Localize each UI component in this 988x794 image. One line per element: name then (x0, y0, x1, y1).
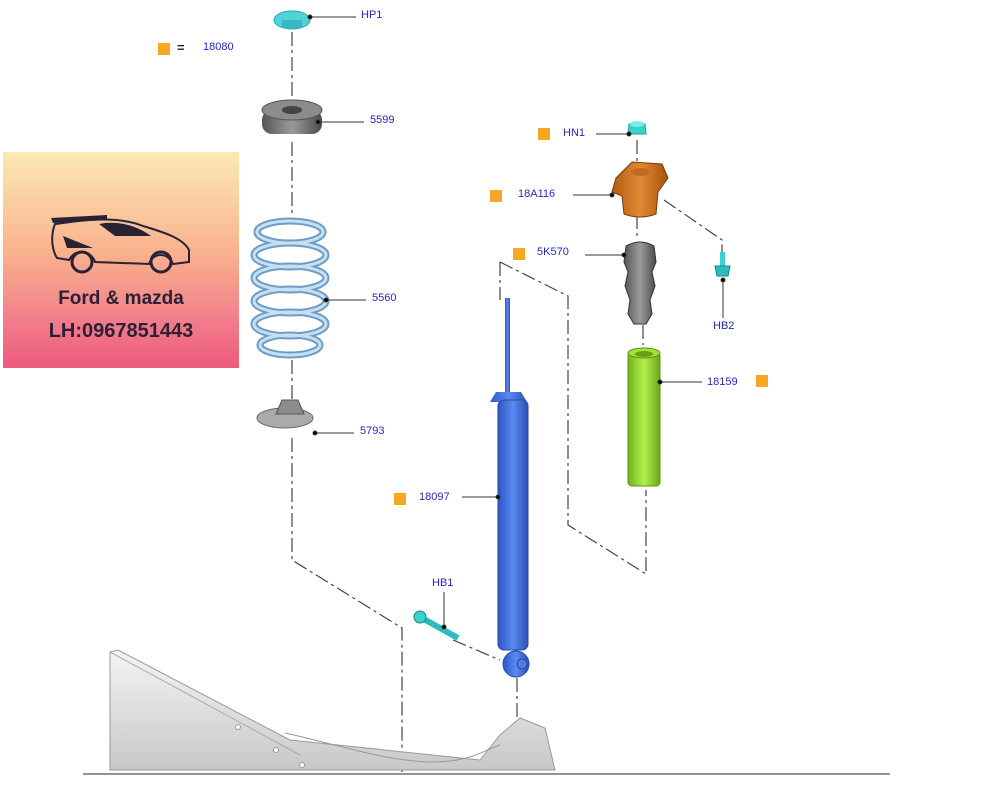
label-5560[interactable]: 5560 (372, 292, 397, 304)
label-hp1[interactable]: HP1 (361, 9, 383, 21)
marker-square-icon (490, 190, 502, 202)
legend-part-18080[interactable]: 18080 (203, 41, 234, 53)
nut-hn1 (627, 121, 647, 135)
label-hn1[interactable]: HN1 (563, 127, 586, 139)
marker-square-icon (513, 248, 525, 260)
bolt-hb2 (714, 252, 731, 277)
marker-square-icon (394, 493, 406, 505)
logo-phone-text: LH:0967851443 (48, 320, 194, 342)
lower-seat-5793 (256, 399, 314, 429)
label-5793[interactable]: 5793 (360, 425, 385, 437)
legend-equals: = (177, 40, 185, 55)
marker-square-icon (158, 43, 170, 55)
logo-brand-text: Ford & mazda (58, 288, 184, 309)
leader-lines (307, 14, 726, 630)
label-18097[interactable]: 18097 (419, 491, 450, 503)
shock-absorber-18097 (490, 298, 530, 678)
sports-car-icon (51, 215, 190, 274)
label-18159[interactable]: 18159 (707, 376, 738, 388)
bump-stop-5K570 (623, 241, 657, 325)
marker-square-icon (756, 375, 768, 387)
label-18a116[interactable]: 18A116 (518, 188, 556, 200)
rear-axle-frame (109, 649, 556, 771)
upper-seat-5599 (261, 99, 323, 134)
label-hb1[interactable]: HB1 (432, 577, 454, 589)
dealer-logo: Ford & mazda LH:0967851443 (3, 152, 239, 368)
cap-hp1 (273, 10, 311, 30)
upper-mount-18A116 (611, 161, 669, 218)
dust-boot-18159 (627, 347, 661, 487)
label-hb2[interactable]: HB2 (713, 320, 735, 332)
label-5599[interactable]: 5599 (370, 114, 395, 126)
label-5k570[interactable]: 5K570 (537, 246, 569, 258)
bolt-hb1 (413, 610, 460, 641)
marker-square-icon (538, 128, 550, 140)
assembly-lines (291, 32, 723, 772)
